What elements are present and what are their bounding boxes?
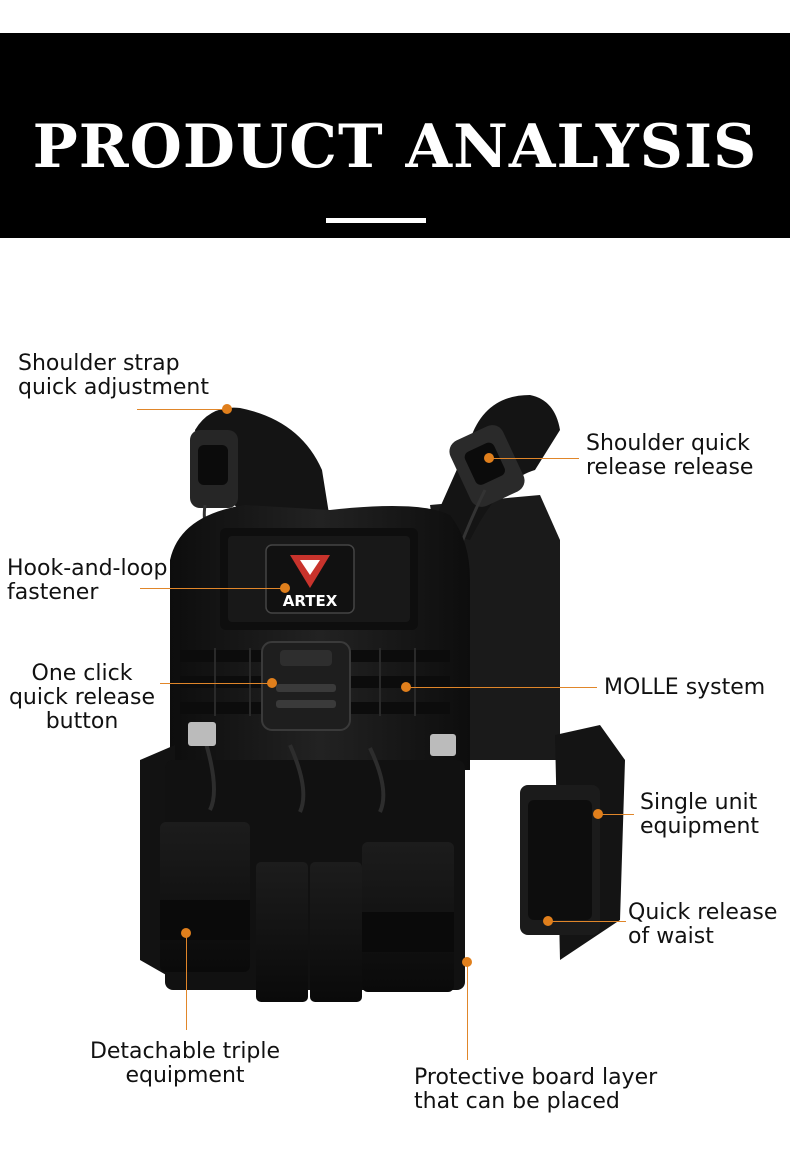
callout-board-layer: Protective board layer that can be place…	[414, 1065, 658, 1114]
marker-molle	[401, 682, 411, 692]
callout-triple: Detachable triple equipment	[89, 1039, 281, 1088]
callout-one-click: One click quick release button	[8, 661, 156, 734]
leader-shoulder-strap	[137, 409, 227, 410]
marker-board-layer	[462, 957, 472, 967]
callout-shoulder-release: Shoulder quick release release	[586, 431, 754, 480]
leader-board-layer	[467, 962, 468, 1060]
artex-patch-text: ARTEX	[283, 592, 338, 610]
marker-one-click	[267, 678, 277, 688]
title-underline	[326, 218, 426, 223]
callout-shoulder-strap: Shoulder strap quick adjustment	[18, 351, 209, 400]
marker-single-unit	[593, 809, 603, 819]
callout-molle: MOLLE system	[604, 675, 766, 700]
leader-molle	[406, 687, 597, 688]
page-title: PRODUCT ANALYSIS	[32, 112, 758, 182]
leader-single-unit	[598, 814, 634, 815]
leader-one-click	[160, 683, 272, 684]
marker-shoulder-strap	[222, 404, 232, 414]
marker-hook-loop	[280, 583, 290, 593]
header-banner: PRODUCT ANALYSIS	[0, 33, 790, 238]
marker-triple	[181, 928, 191, 938]
callout-hook-loop: Hook-and-loop fastener	[7, 556, 168, 605]
marker-shoulder-release	[484, 453, 494, 463]
leader-shoulder-release	[489, 458, 579, 459]
leader-triple	[186, 933, 187, 1030]
leader-waist-release	[548, 921, 626, 922]
callout-single-unit: Single unit equipment	[640, 790, 760, 839]
leader-hook-loop	[140, 588, 285, 589]
callout-waist-release: Quick release of waist	[628, 900, 778, 949]
marker-waist-release	[543, 916, 553, 926]
